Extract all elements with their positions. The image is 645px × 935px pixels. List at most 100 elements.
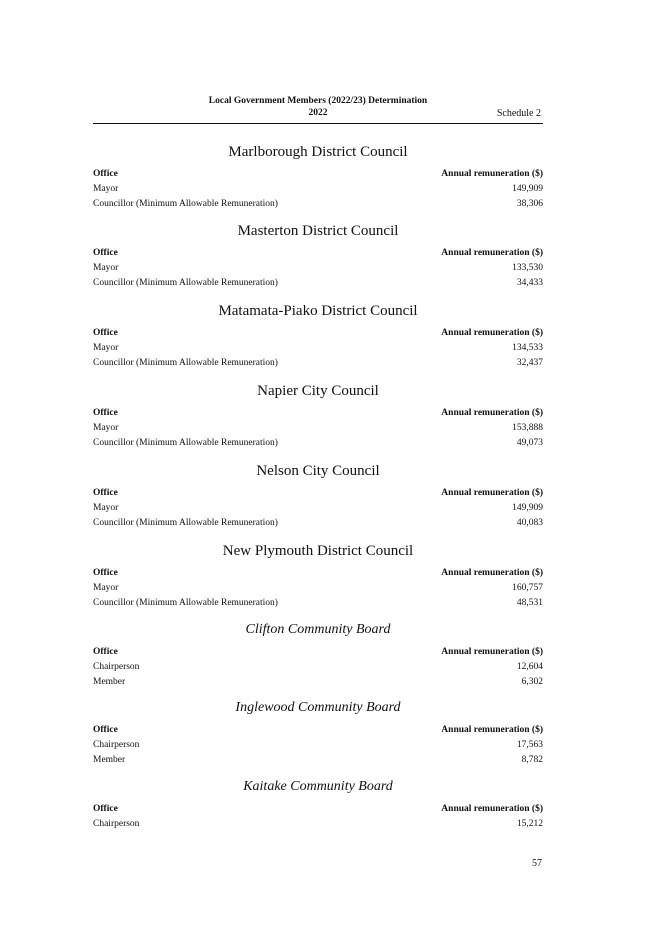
amount-cell: 40,083 bbox=[516, 518, 543, 528]
office-cell: Councillor (Minimum Allowable Remunerati… bbox=[93, 518, 278, 528]
amount-cell: 160,757 bbox=[512, 583, 543, 593]
document-title-line1: Local Government Members (2022/23) Deter… bbox=[208, 96, 428, 106]
amount-cell: 32,437 bbox=[516, 358, 543, 368]
amount-cell: 149,909 bbox=[512, 503, 543, 513]
office-column-header: Office bbox=[93, 328, 118, 338]
table-row: Councillor (Minimum Allowable Remunerati… bbox=[93, 356, 543, 371]
table-header-row: Office Annual remuneration ($) bbox=[93, 802, 543, 817]
page-number: 57 bbox=[532, 858, 542, 869]
community-board-section: Kaitake Community Board Office Annual re… bbox=[93, 778, 543, 832]
office-column-header: Office bbox=[93, 647, 118, 657]
table-header-row: Office Annual remuneration ($) bbox=[93, 246, 543, 261]
table-row: Councillor (Minimum Allowable Remunerati… bbox=[93, 197, 543, 212]
office-cell: Mayor bbox=[93, 263, 119, 273]
office-column-header: Office bbox=[93, 725, 118, 735]
office-cell: Mayor bbox=[93, 343, 119, 353]
section-title: Matamata-Piako District Council bbox=[218, 303, 418, 319]
council-section: Matamata-Piako District Council Office A… bbox=[93, 302, 543, 371]
table-header-row: Office Annual remuneration ($) bbox=[93, 723, 543, 738]
table-row: Chairperson 12,604 bbox=[93, 660, 543, 675]
amount-cell: 133,530 bbox=[512, 263, 543, 273]
office-cell: Member bbox=[93, 677, 126, 687]
council-section: Nelson City Council Office Annual remune… bbox=[93, 462, 543, 531]
remuneration-column-header: Annual remuneration ($) bbox=[441, 488, 543, 498]
office-cell: Councillor (Minimum Allowable Remunerati… bbox=[93, 358, 278, 368]
amount-cell: 153,888 bbox=[512, 423, 543, 433]
office-cell: Mayor bbox=[93, 503, 119, 513]
office-cell: Mayor bbox=[93, 184, 119, 194]
remuneration-column-header: Annual remuneration ($) bbox=[441, 408, 543, 418]
table-header-row: Office Annual remuneration ($) bbox=[93, 167, 543, 182]
office-cell: Member bbox=[93, 755, 126, 765]
amount-cell: 15,212 bbox=[516, 819, 543, 829]
remuneration-column-header: Annual remuneration ($) bbox=[441, 647, 543, 657]
table-header-row: Office Annual remuneration ($) bbox=[93, 326, 543, 341]
table-header-row: Office Annual remuneration ($) bbox=[93, 566, 543, 581]
schedule-label: Schedule 2 bbox=[496, 108, 541, 119]
office-column-header: Office bbox=[93, 568, 118, 578]
council-section: New Plymouth District Council Office Ann… bbox=[93, 542, 543, 611]
council-section: Marlborough District Council Office Annu… bbox=[93, 143, 543, 212]
table-row: Member 6,302 bbox=[93, 675, 543, 690]
amount-cell: 6,302 bbox=[521, 677, 543, 687]
remuneration-column-header: Annual remuneration ($) bbox=[441, 568, 543, 578]
table-header-row: Office Annual remuneration ($) bbox=[93, 645, 543, 660]
office-cell: Mayor bbox=[93, 583, 119, 593]
table-row: Chairperson 15,212 bbox=[93, 817, 543, 832]
document-title: Local Government Members (2022/23) Deter… bbox=[93, 95, 543, 119]
table-row: Mayor 149,909 bbox=[93, 182, 543, 197]
amount-cell: 134,533 bbox=[512, 343, 543, 353]
remuneration-column-header: Annual remuneration ($) bbox=[441, 169, 543, 179]
amount-cell: 49,073 bbox=[516, 438, 543, 448]
table-row: Councillor (Minimum Allowable Remunerati… bbox=[93, 436, 543, 451]
table-row: Mayor 160,757 bbox=[93, 581, 543, 596]
amount-cell: 149,909 bbox=[512, 184, 543, 194]
table-row: Member 8,782 bbox=[93, 753, 543, 768]
section-title: Nelson City Council bbox=[256, 463, 380, 479]
office-column-header: Office bbox=[93, 248, 118, 258]
section-title: Clifton Community Board bbox=[245, 622, 391, 637]
remuneration-column-header: Annual remuneration ($) bbox=[441, 328, 543, 338]
table-row: Mayor 133,530 bbox=[93, 261, 543, 276]
community-board-section: Inglewood Community Board Office Annual … bbox=[93, 699, 543, 768]
office-cell: Councillor (Minimum Allowable Remunerati… bbox=[93, 438, 278, 448]
office-cell: Councillor (Minimum Allowable Remunerati… bbox=[93, 278, 278, 288]
amount-cell: 8,782 bbox=[521, 755, 543, 765]
table-header-row: Office Annual remuneration ($) bbox=[93, 406, 543, 421]
office-cell: Councillor (Minimum Allowable Remunerati… bbox=[93, 598, 278, 608]
table-header-row: Office Annual remuneration ($) bbox=[93, 486, 543, 501]
office-cell: Councillor (Minimum Allowable Remunerati… bbox=[93, 199, 278, 209]
amount-cell: 12,604 bbox=[516, 662, 543, 672]
section-title: New Plymouth District Council bbox=[222, 543, 414, 559]
amount-cell: 17,563 bbox=[516, 740, 543, 750]
amount-cell: 38,306 bbox=[516, 199, 543, 209]
remuneration-column-header: Annual remuneration ($) bbox=[441, 725, 543, 735]
office-cell: Chairperson bbox=[93, 662, 140, 672]
community-board-section: Clifton Community Board Office Annual re… bbox=[93, 621, 543, 690]
council-section: Masterton District Council Office Annual… bbox=[93, 222, 543, 291]
page-header: Local Government Members (2022/23) Deter… bbox=[93, 95, 543, 124]
table-row: Mayor 149,909 bbox=[93, 501, 543, 516]
office-column-header: Office bbox=[93, 408, 118, 418]
council-section: Napier City Council Office Annual remune… bbox=[93, 382, 543, 451]
section-title: Kaitake Community Board bbox=[243, 779, 393, 794]
office-cell: Mayor bbox=[93, 423, 119, 433]
document-title-line2: 2022 bbox=[308, 108, 328, 118]
table-row: Chairperson 17,563 bbox=[93, 738, 543, 753]
section-title: Inglewood Community Board bbox=[235, 700, 401, 715]
section-title: Masterton District Council bbox=[237, 223, 399, 239]
table-row: Mayor 153,888 bbox=[93, 421, 543, 436]
remuneration-column-header: Annual remuneration ($) bbox=[441, 804, 543, 814]
table-row: Councillor (Minimum Allowable Remunerati… bbox=[93, 516, 543, 531]
table-row: Councillor (Minimum Allowable Remunerati… bbox=[93, 276, 543, 291]
amount-cell: 48,531 bbox=[516, 598, 543, 608]
section-title: Napier City Council bbox=[257, 383, 379, 399]
amount-cell: 34,433 bbox=[516, 278, 543, 288]
office-column-header: Office bbox=[93, 488, 118, 498]
office-column-header: Office bbox=[93, 804, 118, 814]
office-cell: Chairperson bbox=[93, 819, 140, 829]
remuneration-column-header: Annual remuneration ($) bbox=[441, 248, 543, 258]
office-column-header: Office bbox=[93, 169, 118, 179]
section-title: Marlborough District Council bbox=[228, 144, 408, 160]
